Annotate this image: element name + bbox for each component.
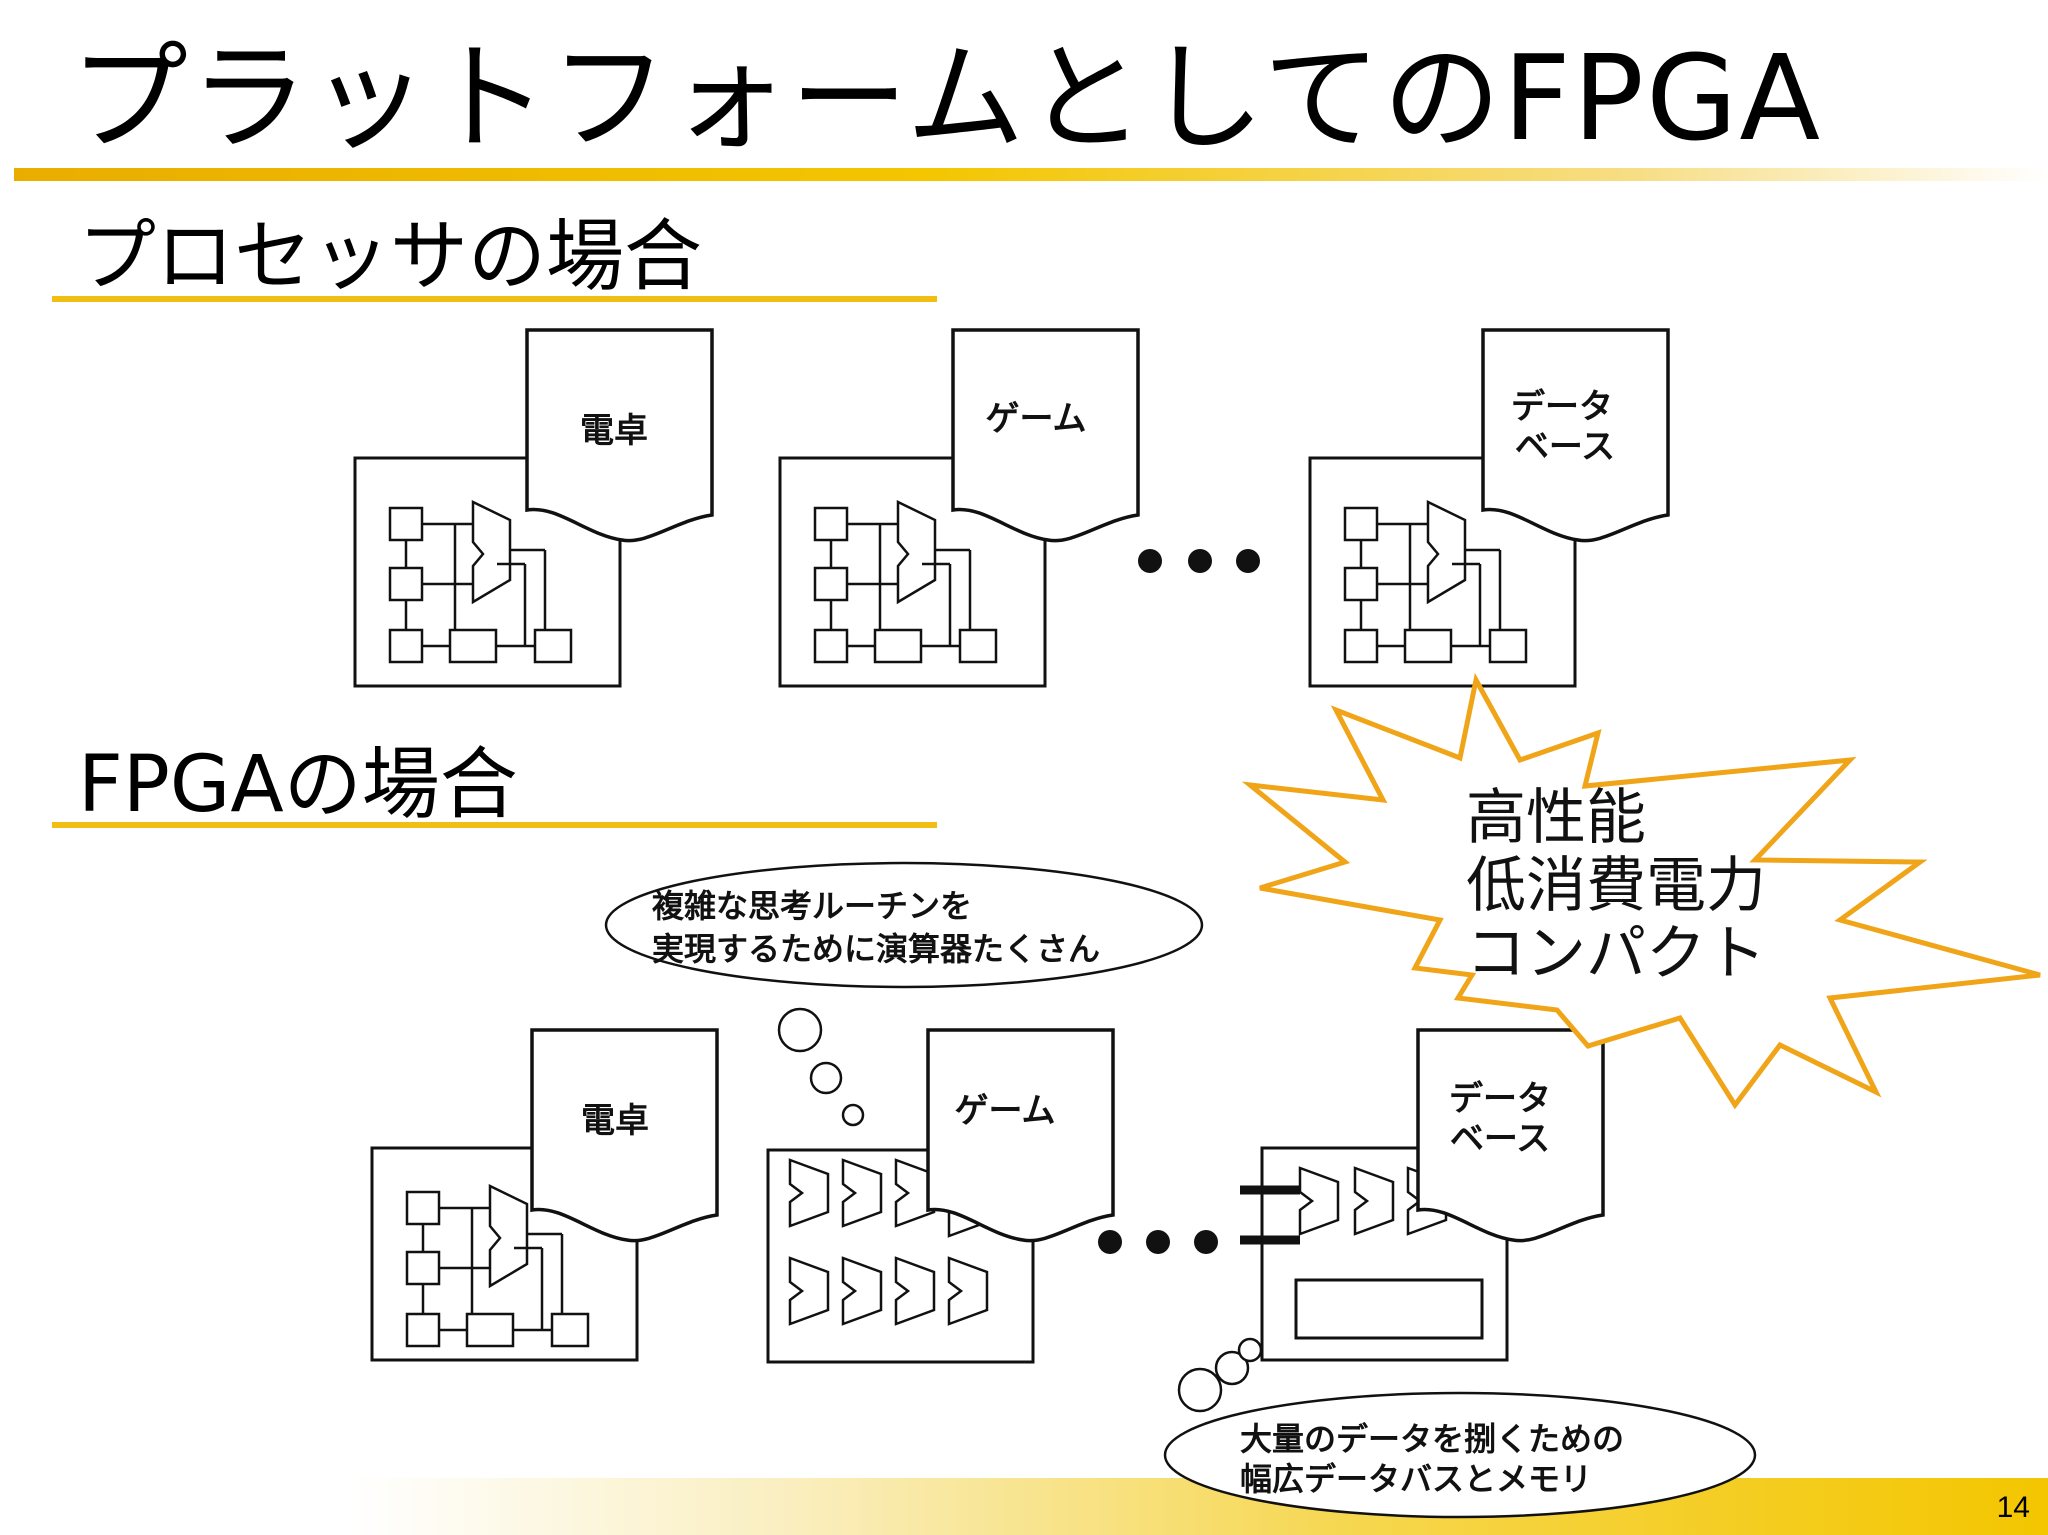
slide-title: プラットフォームとしてのFPGA (70, 29, 1823, 167)
benefit-starburst: 高性能 低消費電力 コンパクト (1241, 672, 2041, 1110)
section-heading-processor: プロセッサの場合 (78, 212, 703, 302)
footer-bar (350, 1478, 2048, 1535)
starburst-line2: 低消費電力 (1466, 851, 1766, 921)
processor-calculator-app: 電卓 (525, 328, 714, 543)
game-thought-line2: 実現するために演算器たくさん (652, 930, 1100, 968)
game-thought-line1: 複雑な思考ルーチンを (652, 887, 972, 925)
starburst-line3: コンパクト (1466, 919, 1766, 989)
section-underline-processor (52, 296, 937, 302)
fpga-app-label-database-line2: ベース (1450, 1119, 1550, 1159)
app-label-calculator: 電卓 (580, 411, 648, 451)
ellipsis-dots-top (1138, 549, 1260, 573)
starburst-line1: 高性能 (1466, 783, 1646, 853)
app-label-game: ゲーム (986, 399, 1087, 439)
fpga-app-label-database-line1: データ (1449, 1079, 1551, 1119)
database-thought-line1: 大量のデータを捌くための (1240, 1420, 1624, 1458)
database-thought-line2: 幅広データバスとメモリ (1240, 1460, 1592, 1498)
section-heading-fpga: FPGAの場合 (78, 740, 518, 830)
app-label-database-line1: データ (1511, 387, 1613, 427)
section-underline-fpga (52, 822, 937, 828)
processor-database-app: データ ベース (1481, 328, 1670, 543)
database-thought-bubble: 大量のデータを捌くための 幅広データバスとメモリ (1163, 1337, 1757, 1519)
ellipsis-dots-bottom (1098, 1230, 1218, 1254)
fpga-app-label-game: ゲーム (955, 1091, 1056, 1131)
game-thought-bubble: 複雑な思考ルーチンを 実現するために演算器たくさん (604, 861, 1204, 1127)
processor-game-app: ゲーム (951, 328, 1140, 543)
page-number: 14 (1996, 1491, 2030, 1524)
title-underline (14, 168, 2048, 181)
fpga-game-app: ゲーム (926, 1028, 1115, 1243)
fpga-calculator-app: 電卓 (530, 1028, 719, 1243)
fpga-database-app: データ ベース (1416, 1028, 1605, 1243)
app-label-database-line2: ベース (1515, 427, 1615, 467)
fpga-app-label-calculator: 電卓 (581, 1101, 649, 1141)
